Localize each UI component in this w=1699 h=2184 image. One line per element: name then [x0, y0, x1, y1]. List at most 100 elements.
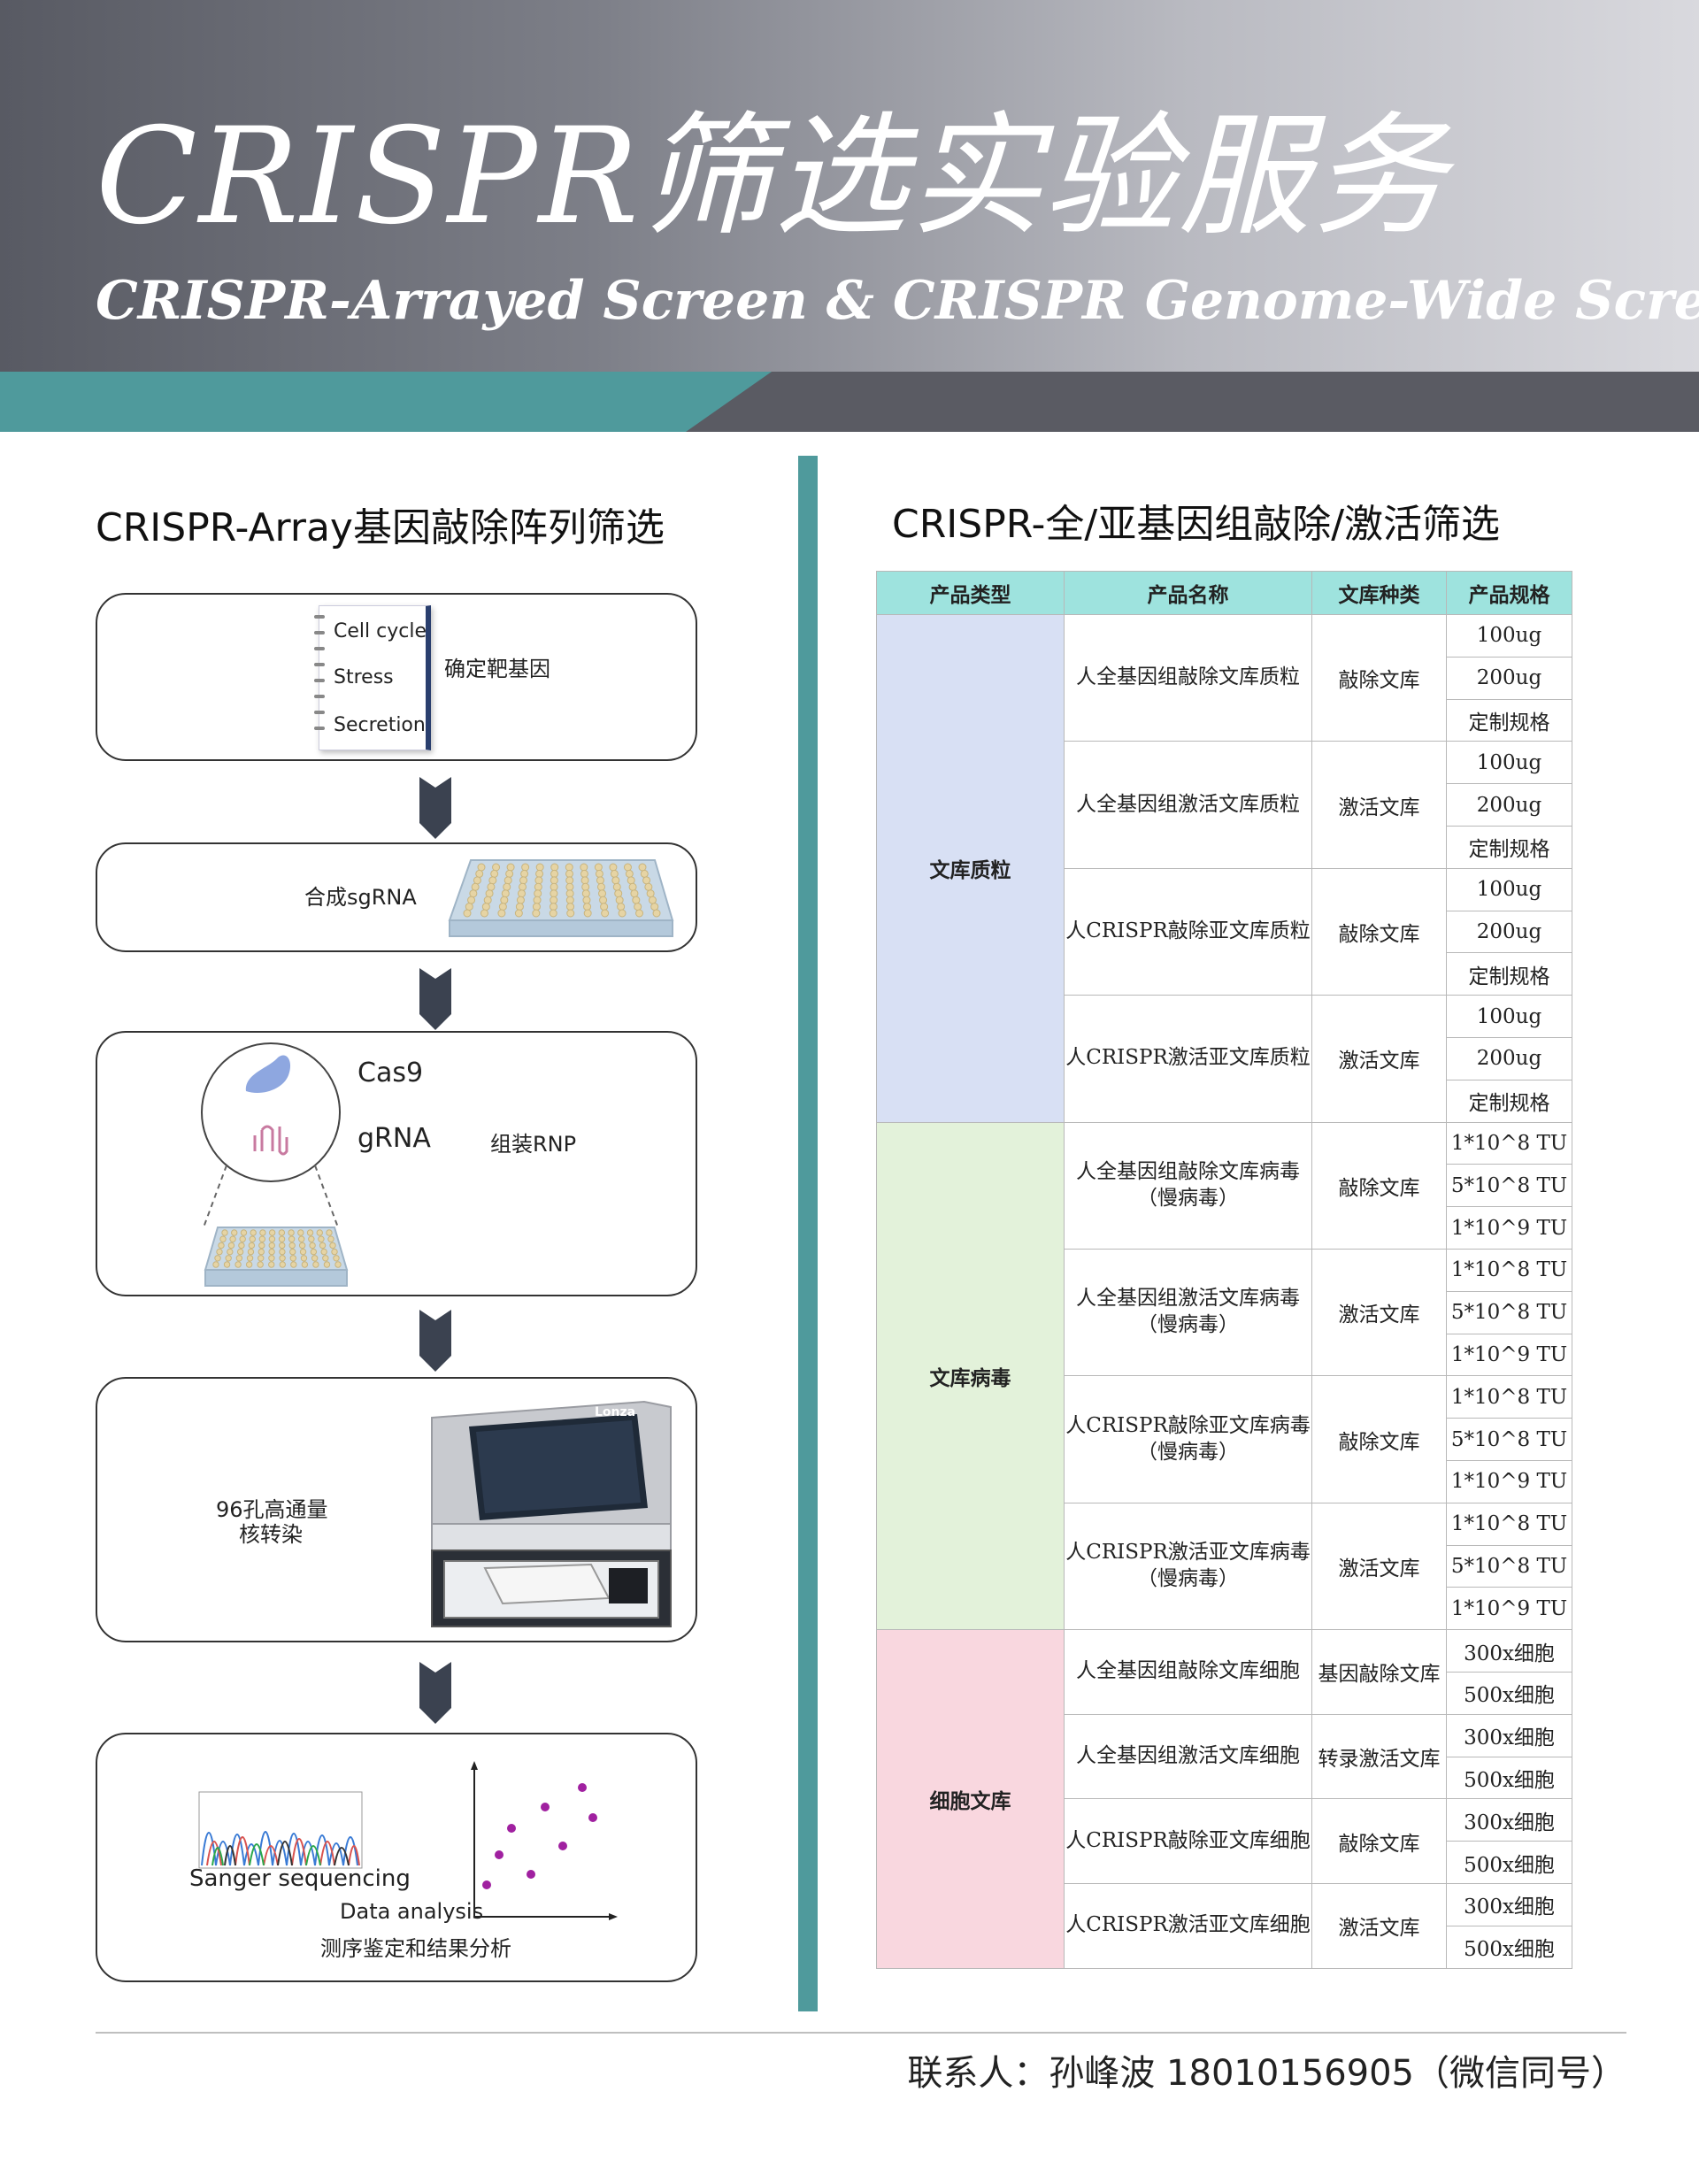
spec-cell: 500x细胞: [1446, 1671, 1572, 1715]
chevron-down-icon: [419, 777, 451, 839]
product-name-note: （慢病毒）: [1137, 1440, 1239, 1464]
product-name-cell: 人全基因组激活文库细胞: [1064, 1713, 1312, 1800]
table-row: 5*10^8 TU: [877, 1164, 1572, 1208]
spec-cell: 1*10^9 TU: [1446, 1459, 1572, 1503]
spec-cell: 500x细胞: [1446, 1841, 1572, 1884]
product-name: 人全基因组敲除文库质粒: [1076, 665, 1300, 689]
chevron-down-icon: [419, 1662, 451, 1724]
table-row: 定制规格: [877, 952, 1572, 996]
spec-cell: 100ug: [1446, 995, 1572, 1038]
step-nucleofection: 96孔高通量 核转染 Lonza: [96, 1377, 697, 1642]
spec-cell: 1*10^9 TU: [1446, 1206, 1572, 1250]
spec-cell: 1*10^9 TU: [1446, 1333, 1572, 1377]
chevron-down-icon: [419, 968, 451, 1030]
spec-cell: 定制规格: [1446, 952, 1572, 996]
analysis-label: Data analysis: [340, 1899, 484, 1924]
header-banner: CRISPR筛选实验服务 CRISPR-Arrayed Screen & CRI…: [0, 0, 1699, 372]
well-plate-icon: [448, 859, 674, 937]
spec-cell: 5*10^8 TU: [1446, 1290, 1572, 1334]
nucleofector-device-icon: Lonza: [431, 1400, 672, 1627]
product-name-note: （慢病毒）: [1137, 1186, 1239, 1210]
product-name-cell: 人全基因组激活文库病毒（慢病毒）: [1064, 1248, 1312, 1377]
products-title: CRISPR-全/亚基因组敲除/激活筛选: [892, 502, 1501, 547]
table-row: 5*10^8 TU: [877, 1544, 1572, 1588]
spec-cell: 200ug: [1446, 656, 1572, 700]
spec-cell: 200ug: [1446, 783, 1572, 827]
sanger-chromatogram-icon: [198, 1791, 363, 1869]
spec-cell: 5*10^8 TU: [1446, 1544, 1572, 1588]
product-name-note: （慢病毒）: [1137, 1566, 1239, 1590]
table-row: 1*10^9 TU: [877, 1206, 1572, 1250]
col-header: 文库种类: [1311, 571, 1447, 615]
spec-cell: 500x细胞: [1446, 1756, 1572, 1800]
header-band: [0, 372, 1699, 432]
col-header: 产品类型: [876, 571, 1065, 615]
product-name: 人CRISPR激活亚文库病毒: [1065, 1541, 1311, 1565]
step-sequencing-analysis: Sanger sequencing Data analysis 测序鉴定和结果分…: [96, 1733, 697, 1982]
spec-cell: 1*10^8 TU: [1446, 1502, 1572, 1546]
product-name: 人全基因组激活文库细胞: [1076, 1744, 1300, 1768]
product-name-note: （慢病毒）: [1137, 1313, 1239, 1337]
rnp-illustration: [201, 1042, 349, 1287]
spec-cell: 500x细胞: [1446, 1925, 1572, 1969]
notebook-icon: Cell cycle Stress Secretion: [314, 605, 431, 750]
col-header: 产品规格: [1446, 571, 1572, 615]
contact-info: 联系人：孙峰波 18010156905（微信同号）: [907, 2053, 1626, 2094]
table-row: 200ug: [877, 910, 1572, 954]
chevron-down-icon: [419, 1310, 451, 1372]
spec-cell: 100ug: [1446, 614, 1572, 658]
sanger-label: Sanger sequencing: [189, 1865, 411, 1892]
gene-item: Secretion: [334, 714, 426, 736]
table-row: 200ug: [877, 1036, 1572, 1080]
spec-cell: 定制规格: [1446, 698, 1572, 742]
library-type-cell: 激活文库: [1311, 1248, 1447, 1377]
step-synthesize-sgrna: 合成sgRNA: [96, 842, 697, 952]
col-header: 产品名称: [1064, 571, 1312, 615]
step-label: 核转染: [239, 1522, 303, 1547]
product-type-cell: 细胞文库: [876, 1629, 1065, 1969]
library-type-cell: 敲除文库: [1311, 1798, 1447, 1884]
product-name: 人全基因组激活文库质粒: [1076, 792, 1300, 816]
table-row: 500x细胞: [877, 1671, 1572, 1715]
column-divider: [798, 456, 818, 2011]
table-row: 5*10^8 TU: [877, 1418, 1572, 1461]
product-name: 人CRISPR敲除亚文库细胞: [1065, 1828, 1311, 1852]
spec-cell: 200ug: [1446, 910, 1572, 954]
library-type-cell: 激活文库: [1311, 741, 1447, 869]
step-target-genes: Cell cycle Stress Secretion 确定靶基因: [96, 593, 697, 761]
table-row: 1*10^9 TU: [877, 1587, 1572, 1631]
cas9-icon: [245, 1055, 291, 1093]
library-type-cell: 敲除文库: [1311, 867, 1447, 996]
spec-cell: 定制规格: [1446, 825, 1572, 869]
library-type-cell: 激活文库: [1311, 1502, 1447, 1631]
library-type-cell: 激活文库: [1311, 995, 1447, 1123]
spec-cell: 5*10^8 TU: [1446, 1418, 1572, 1461]
table-row: 1*10^9 TU: [877, 1459, 1572, 1503]
product-name-cell: 人CRISPR敲除亚文库细胞: [1064, 1798, 1312, 1884]
cas9-label: Cas9: [357, 1057, 424, 1088]
spec-cell: 300x细胞: [1446, 1882, 1572, 1926]
brand-label: Lonza: [595, 1405, 635, 1419]
table-row: 细胞文库人全基因组敲除文库细胞基因敲除文库 300x细胞: [876, 1629, 1572, 1969]
library-type-cell: 基因敲除文库: [1311, 1629, 1447, 1715]
product-name-cell: 人全基因组敲除文库质粒: [1064, 613, 1312, 742]
spec-cell: 100ug: [1446, 741, 1572, 785]
spec-cell: 100ug: [1446, 867, 1572, 911]
product-name-cell: 人全基因组敲除文库细胞: [1064, 1629, 1312, 1715]
table-row: 定制规格: [877, 825, 1572, 869]
product-type-cell: 文库病毒: [876, 1121, 1065, 1631]
library-type-cell: 敲除文库: [1311, 1375, 1447, 1503]
spec-cell: 5*10^8 TU: [1446, 1164, 1572, 1208]
footer-divider: [96, 2032, 1626, 2034]
product-name: 人全基因组敲除文库病毒: [1076, 1159, 1300, 1183]
spec-cell: 200ug: [1446, 1036, 1572, 1080]
